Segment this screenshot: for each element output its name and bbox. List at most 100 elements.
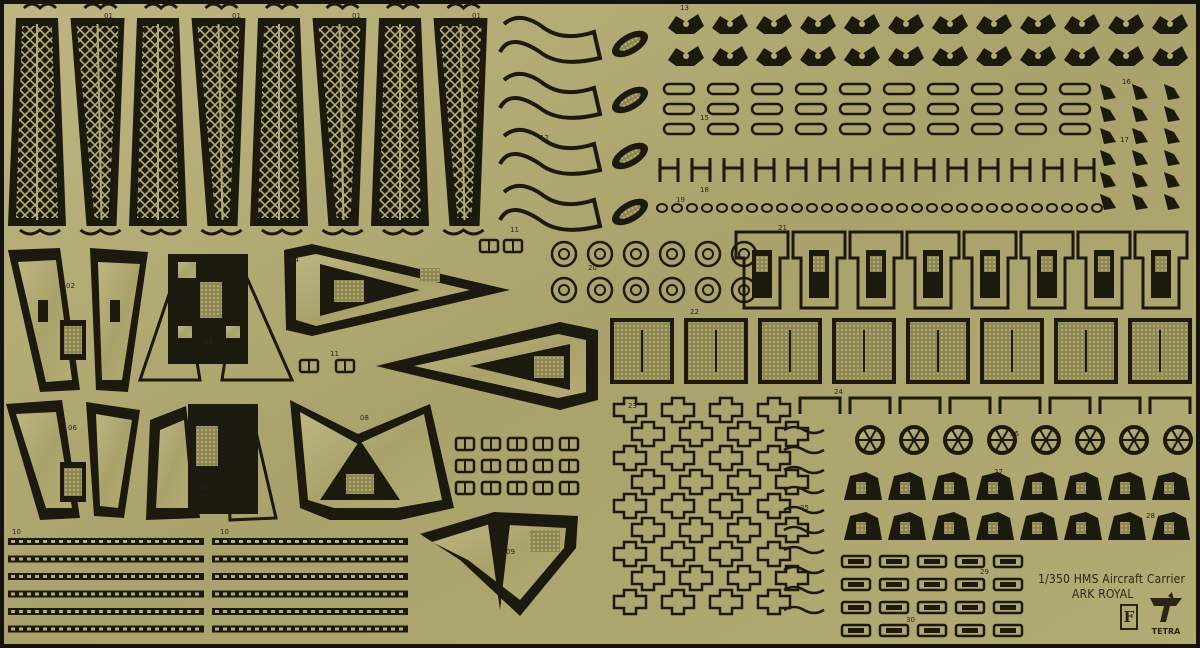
part-11-bracket (454, 458, 476, 474)
part-22-mesh-panel (832, 318, 896, 384)
part-23-cross (660, 540, 696, 568)
part-29-30-plate (916, 623, 948, 638)
part-19-ring (881, 203, 893, 213)
part-13-14-fitting (976, 46, 1012, 66)
part-number-label: 23 (628, 402, 637, 410)
part-10-ladder (212, 555, 408, 563)
part-23-cross (708, 540, 744, 568)
part-29-30-plate (916, 600, 948, 615)
part-13-14-fitting (1020, 46, 1056, 66)
part-number-label: 05 (586, 332, 595, 340)
part-11-bracket (532, 436, 554, 452)
part-23-cross (678, 516, 714, 544)
part-19-ring (1001, 203, 1013, 213)
part-24-support (998, 396, 1042, 414)
part-12-hose (498, 128, 649, 176)
part-23-cross (630, 516, 666, 544)
part-23-cross (678, 420, 714, 448)
part-10-ladder (8, 573, 204, 580)
part-number-label: 01 (232, 12, 241, 20)
part-number-label: 29 (980, 568, 989, 576)
part-16-17-fitting (1132, 106, 1148, 122)
part-11-bracket (558, 458, 580, 474)
part-10-ladder (212, 608, 408, 615)
part-29-30-plate (840, 577, 872, 592)
part-12-hose (498, 184, 649, 232)
part-23-cross (630, 468, 666, 496)
part-29-30-plate (954, 623, 986, 638)
part-13-14-fitting (668, 14, 704, 34)
part-18-hook (754, 158, 776, 182)
part-22-mesh-panel (610, 318, 674, 384)
part-group-04-panel (284, 244, 510, 336)
part-29-30-plate (840, 600, 872, 615)
part-23-cross (708, 492, 744, 520)
part-21-platform (791, 230, 847, 310)
part-20-disc (550, 276, 578, 304)
part-25-clip (783, 565, 825, 575)
part-number-label: 01 (472, 12, 481, 20)
part-21-platform (1019, 230, 1075, 310)
part-number-label: 30 (906, 616, 915, 624)
part-23-cross (630, 564, 666, 592)
part-20-disc (622, 276, 650, 304)
part-11-bracket (334, 358, 356, 374)
part-19-ring (821, 203, 833, 213)
part-29-30-plate (954, 600, 986, 615)
part-number-label: 28 (1146, 512, 1155, 520)
part-13-14-fitting (1064, 14, 1100, 34)
part-15-clip (794, 102, 828, 116)
part-16-17-fitting (1132, 194, 1148, 210)
part-12-hose (498, 16, 649, 64)
part-group-20-discs (550, 240, 758, 304)
part-18-hook (690, 158, 712, 182)
part-29-30-plate (878, 577, 910, 592)
part-29-30-plate (878, 623, 910, 638)
part-number-label: 06 (68, 424, 77, 432)
part-25-clip (783, 505, 825, 515)
part-number-label: 04 (290, 256, 299, 264)
part-15-clip (970, 102, 1004, 116)
part-23-cross (708, 588, 744, 616)
part-23-cross (660, 492, 696, 520)
part-23-cross (660, 588, 696, 616)
part-16-17-fitting (1100, 106, 1116, 122)
fret-scale-label: 1/350 HMS Aircraft Carrier (1038, 572, 1186, 586)
part-18-hook (1074, 158, 1096, 182)
part-15-clip (882, 102, 916, 116)
part-27-28-mount (932, 472, 970, 500)
part-15-clip (970, 122, 1004, 136)
part-16-17-fitting (1132, 128, 1148, 144)
part-25-clip (783, 485, 825, 495)
part-21-platform (962, 230, 1018, 310)
part-27-28-mount (1020, 472, 1058, 500)
part-25-clip (783, 585, 825, 595)
part-10-ladder (212, 573, 408, 580)
part-10-ladder (8, 625, 204, 633)
part-13-14-fitting (888, 46, 924, 66)
part-13-14-fitting (668, 46, 704, 66)
part-29-30-plate (992, 600, 1024, 615)
part-16-17-fitting (1164, 128, 1180, 144)
part-19-ring (776, 203, 788, 213)
part-29-30-plate (954, 554, 986, 569)
part-19-ring (851, 203, 863, 213)
part-24-support (948, 396, 992, 414)
part-18-hook (978, 158, 1000, 182)
part-number-label: 15 (700, 114, 709, 122)
part-19-ring (926, 203, 938, 213)
part-group-06-panel (6, 400, 140, 520)
part-23-cross (612, 444, 648, 472)
part-18-hook (946, 158, 968, 182)
part-15-clip (1058, 82, 1092, 96)
part-15-clip (662, 82, 696, 96)
part-23-cross (612, 492, 648, 520)
part-15-clip (706, 82, 740, 96)
part-number-label: 24 (834, 388, 843, 396)
part-24-support (798, 396, 842, 414)
part-24-support (898, 396, 942, 414)
part-16-17-fitting (1164, 194, 1180, 210)
part-20-disc (550, 240, 578, 268)
part-number-label: 21 (778, 224, 787, 232)
part-number-label: 18 (700, 186, 709, 194)
